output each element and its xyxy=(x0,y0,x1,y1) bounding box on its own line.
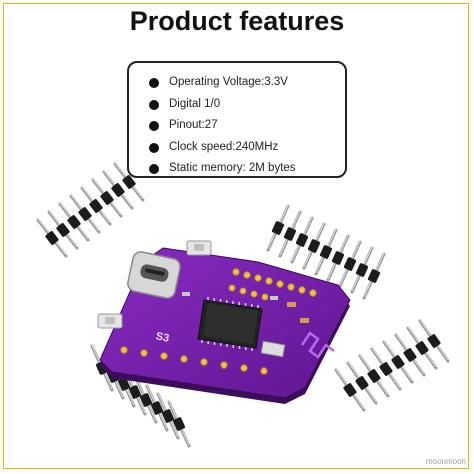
bullet-icon xyxy=(149,99,159,110)
feature-item: Clock speed:240MHz xyxy=(149,137,345,159)
pin-header-top-left xyxy=(36,162,145,258)
usb-c-connector xyxy=(127,251,181,299)
bullet-icon xyxy=(149,164,159,174)
header-plastic xyxy=(355,263,369,277)
bullet-icon xyxy=(149,121,159,131)
pin-header-bottom-right xyxy=(334,319,450,412)
header-plastic xyxy=(319,245,333,259)
header-plastic xyxy=(56,223,70,237)
header-hole xyxy=(239,287,247,295)
header-plastic xyxy=(161,409,175,423)
header-plastic xyxy=(111,183,125,197)
header-hole xyxy=(265,277,273,285)
header-hole xyxy=(254,274,262,282)
feature-item: Operating Voltage:3.3V xyxy=(149,72,345,94)
bullet-icon xyxy=(149,142,159,153)
header-plastic xyxy=(117,377,131,391)
header-plastic xyxy=(379,362,393,376)
header-hole xyxy=(240,364,248,372)
header-plastic xyxy=(403,348,417,362)
header-plastic xyxy=(172,417,186,431)
header-plastic xyxy=(307,239,321,253)
header-plastic xyxy=(122,175,136,189)
board-silkscreen-label: S3 xyxy=(155,330,171,345)
smd-capacitor xyxy=(270,296,278,300)
feature-box: Operating Voltage:3.3V Digital 1/0 Pinou… xyxy=(127,61,347,178)
header-plastic xyxy=(367,369,381,383)
header-hole xyxy=(200,358,208,366)
header-hole xyxy=(160,352,168,360)
pcb-board: S3 xyxy=(97,240,351,404)
header-plastic xyxy=(128,385,142,399)
feature-item: Static memory: 2M bytes xyxy=(149,158,345,180)
header-plastic xyxy=(343,257,357,271)
header-holes xyxy=(120,268,317,375)
header-plastic xyxy=(427,334,441,348)
header-hole xyxy=(180,355,188,363)
header-hole xyxy=(232,268,240,276)
crystal-component xyxy=(260,340,286,358)
header-plastic xyxy=(355,376,369,390)
bullet-icon xyxy=(149,78,159,88)
watermark: moonmoon xyxy=(425,457,466,466)
header-plastic xyxy=(331,251,345,265)
header-plastic xyxy=(367,269,381,283)
header-hole xyxy=(276,280,284,288)
header-hole xyxy=(250,290,258,298)
header-plastic xyxy=(78,207,92,221)
header-plastic xyxy=(343,383,357,397)
header-plastic xyxy=(139,393,153,407)
image-frame xyxy=(3,3,469,469)
header-plastic xyxy=(150,401,164,415)
header-plastic xyxy=(295,233,309,247)
antenna-trace xyxy=(300,331,335,359)
header-plastic xyxy=(100,191,114,205)
header-hole xyxy=(261,293,269,301)
header-plastic xyxy=(271,221,285,235)
esp32-chip xyxy=(197,297,263,351)
header-plastic xyxy=(89,199,103,213)
header-hole xyxy=(309,289,317,297)
header-plastic xyxy=(283,227,297,241)
header-hole xyxy=(287,283,295,291)
smd-capacitor xyxy=(182,292,190,296)
feature-item: Pinout:27 xyxy=(149,115,345,137)
page-title: Product features xyxy=(129,6,345,36)
reset-button xyxy=(186,240,212,256)
smd-resistor xyxy=(287,302,296,307)
chip-legs xyxy=(201,297,259,351)
header-plastic xyxy=(45,231,59,245)
header-hole xyxy=(260,367,268,375)
header-plastic xyxy=(67,215,81,229)
header-hole xyxy=(140,349,148,357)
header-hole xyxy=(243,271,251,279)
pin-header-top-right xyxy=(266,204,386,300)
feature-list: Operating Voltage:3.3V Digital 1/0 Pinou… xyxy=(129,63,345,180)
header-hole xyxy=(298,286,306,294)
header-hole xyxy=(228,284,236,292)
boot-button xyxy=(97,313,123,329)
header-hole xyxy=(120,346,128,354)
header-plastic xyxy=(391,355,405,369)
feature-item: Digital 1/0 xyxy=(149,94,345,116)
header-hole xyxy=(220,361,228,369)
smd-resistor xyxy=(300,318,309,323)
header-plastic xyxy=(415,341,429,355)
